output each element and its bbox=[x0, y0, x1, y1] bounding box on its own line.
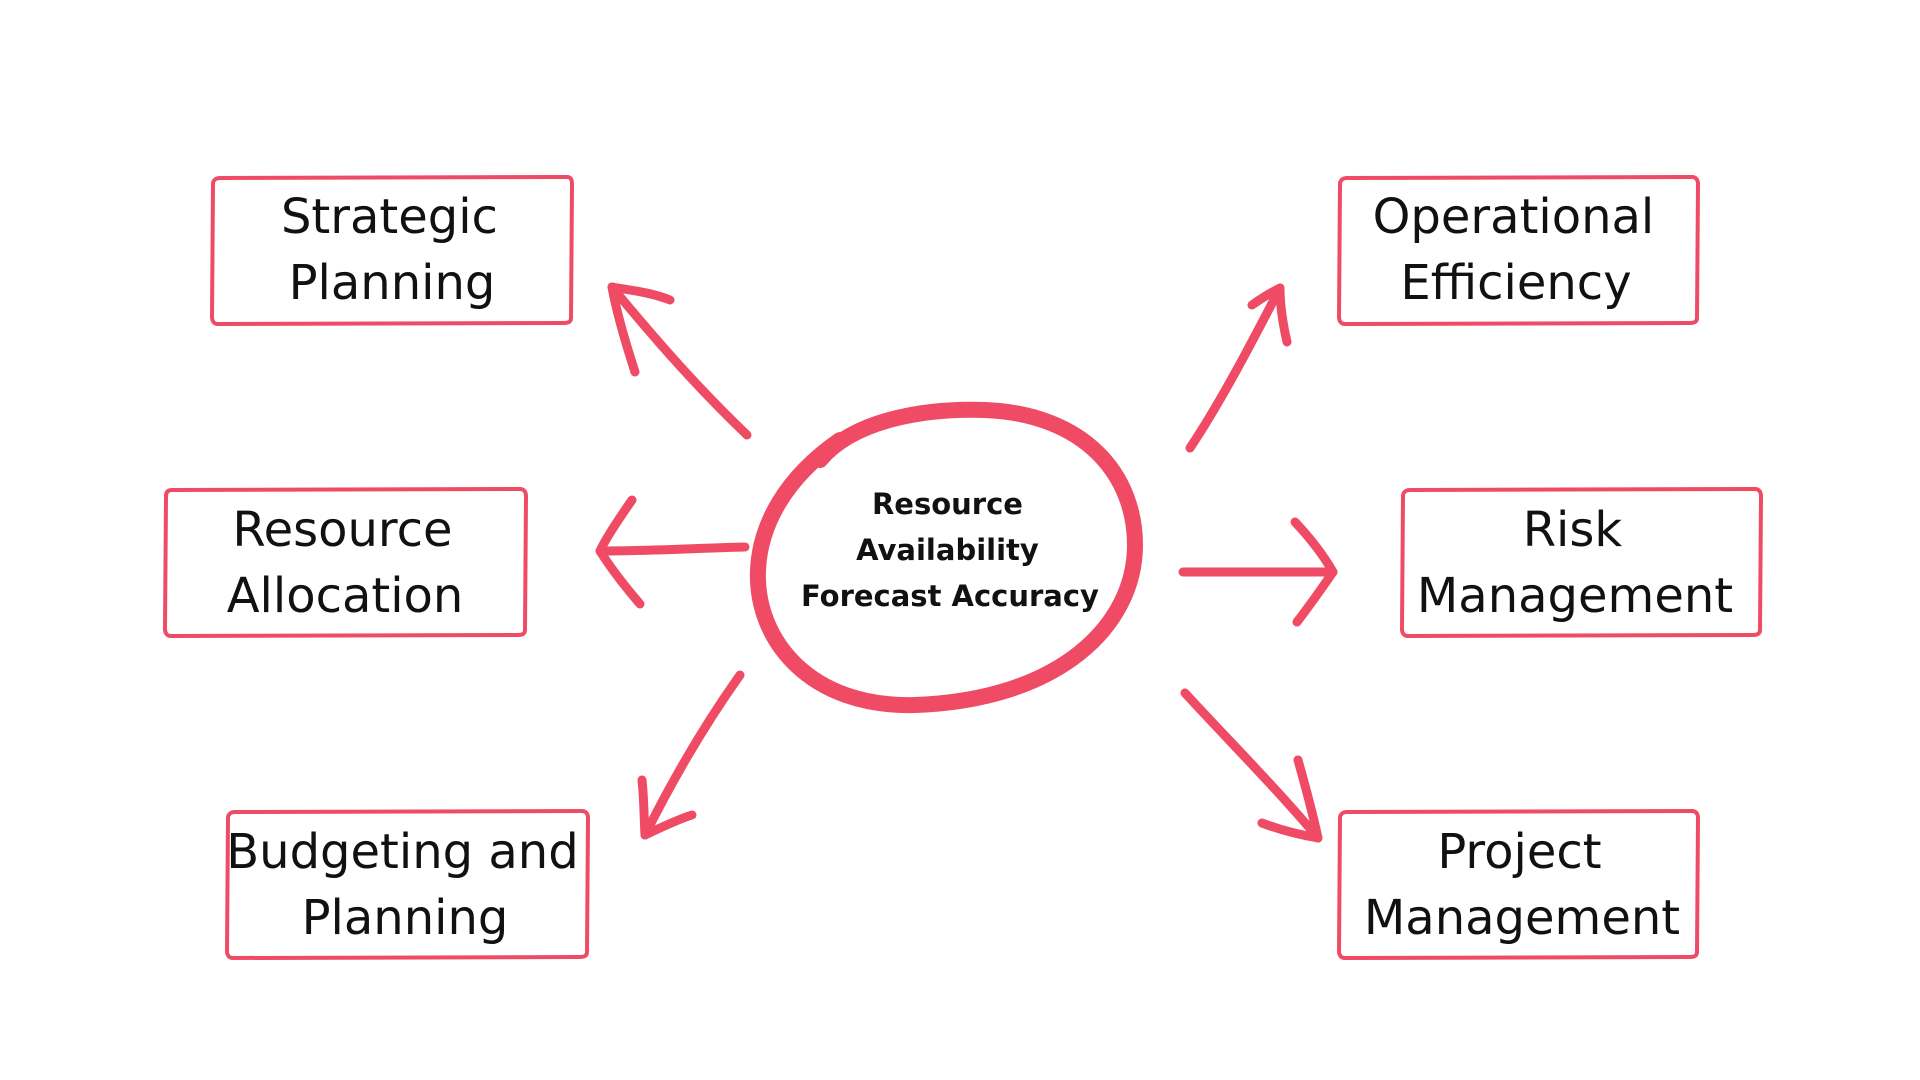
arrow-shaft bbox=[595, 542, 750, 556]
node-label-line-1: Project bbox=[1437, 824, 1601, 880]
arrow-to-strategic-planning bbox=[607, 282, 752, 440]
arrow-shaft bbox=[607, 282, 752, 440]
node-operational-efficiency: Operational Efficiency bbox=[1336, 174, 1701, 327]
node-risk-management: Risk Management bbox=[1399, 486, 1764, 639]
arrow-to-budgeting-and-planning bbox=[637, 670, 745, 840]
arrow-to-resource-allocation bbox=[595, 495, 750, 609]
node-label-line-2: Planning bbox=[289, 255, 496, 311]
node-label: Budgeting and Planning bbox=[226, 824, 584, 946]
node-label: Project Management bbox=[1364, 824, 1680, 946]
arrow-shaft bbox=[640, 670, 745, 840]
arrow-head bbox=[607, 282, 675, 377]
arrow-to-project-management bbox=[1180, 688, 1323, 843]
node-label-line-1: Strategic bbox=[281, 189, 498, 245]
arrow-shaft bbox=[1185, 283, 1285, 453]
node-label-line-1: Operational bbox=[1373, 189, 1655, 245]
center-circle bbox=[749, 401, 1143, 714]
node-box bbox=[1336, 808, 1701, 961]
center-label-line-1: Resource bbox=[872, 487, 1023, 521]
node-label-line-1: Risk bbox=[1523, 502, 1623, 558]
node-box bbox=[224, 808, 591, 961]
center-label-line-3: Forecast Accuracy bbox=[801, 579, 1099, 613]
arrow-head bbox=[1290, 517, 1338, 627]
node-label-line-2: Allocation bbox=[227, 568, 464, 624]
center-label-line-2: Availability bbox=[856, 533, 1039, 567]
center-node: Resource Availability Forecast Accuracy bbox=[749, 401, 1143, 714]
node-label-line-2: Management bbox=[1417, 568, 1733, 624]
node-label-line-2: Planning bbox=[302, 890, 509, 946]
node-label-line-2: Efficiency bbox=[1400, 255, 1631, 311]
arrow-to-risk-management bbox=[1178, 517, 1338, 627]
arrow-head bbox=[637, 775, 697, 840]
node-budgeting-and-planning: Budgeting and Planning bbox=[224, 808, 591, 961]
arrow-head bbox=[1247, 283, 1292, 347]
arrow-to-operational-efficiency bbox=[1185, 283, 1292, 453]
node-label-line-1: Budgeting and bbox=[226, 824, 578, 880]
node-box bbox=[1336, 174, 1701, 327]
node-box bbox=[1399, 486, 1764, 639]
arrow-head bbox=[1257, 755, 1323, 843]
center-label: Resource Availability Forecast Accuracy bbox=[801, 487, 1099, 613]
node-strategic-planning: Strategic Planning bbox=[209, 174, 575, 327]
node-resource-allocation: Resource Allocation bbox=[162, 486, 529, 639]
node-label-line-1: Resource bbox=[232, 502, 452, 558]
node-box bbox=[209, 174, 575, 327]
arrow-shaft bbox=[1180, 688, 1323, 843]
node-label-line-2: Management bbox=[1364, 890, 1680, 946]
arrow-head bbox=[595, 495, 645, 609]
node-label: Operational Efficiency bbox=[1373, 189, 1660, 311]
node-project-management: Project Management bbox=[1336, 808, 1701, 961]
node-label: Resource Allocation bbox=[227, 502, 464, 624]
node-box bbox=[162, 486, 529, 639]
node-label: Risk Management bbox=[1417, 502, 1733, 624]
node-label: Strategic Planning bbox=[281, 189, 503, 311]
